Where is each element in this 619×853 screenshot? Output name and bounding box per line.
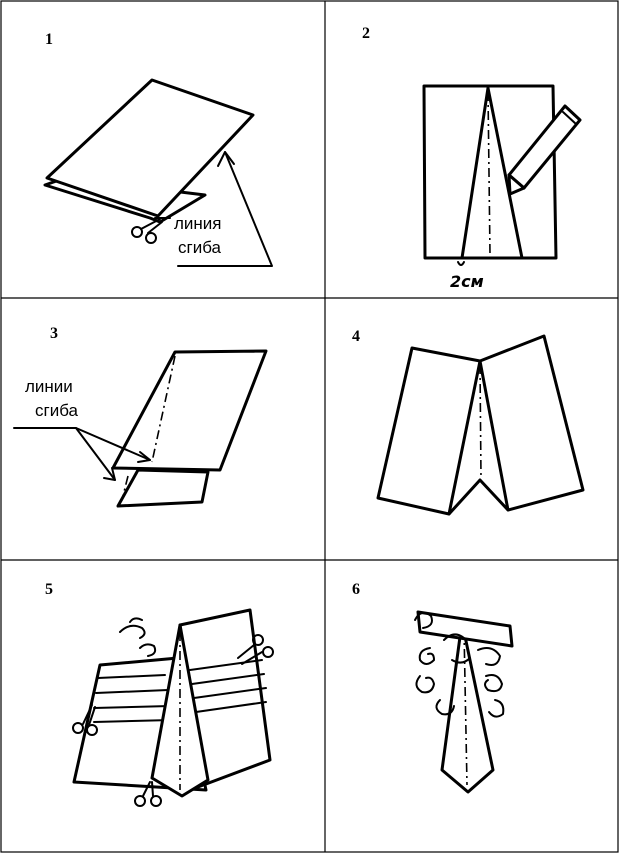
step-number-5: 5 xyxy=(45,581,53,598)
scissors-icon-right xyxy=(237,634,274,665)
lower-flap xyxy=(116,468,210,508)
pencil-icon xyxy=(507,104,582,196)
curl-strips xyxy=(119,617,157,657)
stripe-right-3 xyxy=(193,687,267,699)
center-triangle xyxy=(460,86,524,260)
pointer-arrow xyxy=(177,151,273,267)
panel-6: 6 xyxy=(352,581,514,794)
pointer-arrowhead-b xyxy=(137,451,151,463)
panel-5: 5 xyxy=(45,581,274,807)
label-2cm: 2см xyxy=(450,272,484,291)
pointer-arrowhead xyxy=(217,151,235,167)
step-number-1: 1 xyxy=(45,31,53,48)
fold-line-lower xyxy=(121,475,129,501)
right-collar-edge xyxy=(478,359,510,512)
center-fold-line xyxy=(463,629,468,786)
stripe-right-4 xyxy=(195,701,267,713)
scissors-icon-left xyxy=(72,704,98,736)
stripe-right-1 xyxy=(189,659,263,671)
panel-4: 4 xyxy=(352,328,585,516)
stripe-left-3 xyxy=(93,705,171,709)
scissors-icon-bottom xyxy=(134,781,162,807)
stripe-left-2 xyxy=(95,689,169,694)
center-fold-line xyxy=(487,91,491,256)
step-number-3: 3 xyxy=(50,325,58,342)
stripe-right-2 xyxy=(191,673,265,685)
paper-rectangle xyxy=(422,84,558,260)
label-fold-lines-1: линии xyxy=(25,377,73,396)
scissors-icon xyxy=(131,218,163,244)
step-number-4: 4 xyxy=(352,328,360,345)
pointer-line-a xyxy=(13,427,116,481)
step-number-6: 6 xyxy=(352,581,360,598)
left-collar-edge xyxy=(447,359,482,516)
stripe-left-1 xyxy=(97,674,166,679)
curled-strips xyxy=(414,610,514,718)
label-fold-line-2: сгиба xyxy=(178,238,222,257)
left-panel xyxy=(72,656,208,792)
center-fold-line xyxy=(479,364,482,479)
width-bracket xyxy=(457,261,465,266)
pointer-line-b xyxy=(75,427,151,461)
panel-2: 2 2см xyxy=(362,25,582,291)
final-collar xyxy=(440,620,495,794)
stripe-left-4 xyxy=(93,719,173,723)
label-fold-line-1: линия xyxy=(174,214,222,233)
label-fold-lines-2: сгиба xyxy=(35,401,79,420)
panel-1: 1 линия сгиба xyxy=(43,31,273,267)
pointer-arrowhead-a xyxy=(103,467,116,481)
top-sheet xyxy=(45,78,255,218)
panel-3: 3 линии сгиба xyxy=(13,325,268,508)
upper-sheet xyxy=(111,349,268,472)
step-number-2: 2 xyxy=(362,25,370,42)
fold-line-upper xyxy=(151,355,176,463)
